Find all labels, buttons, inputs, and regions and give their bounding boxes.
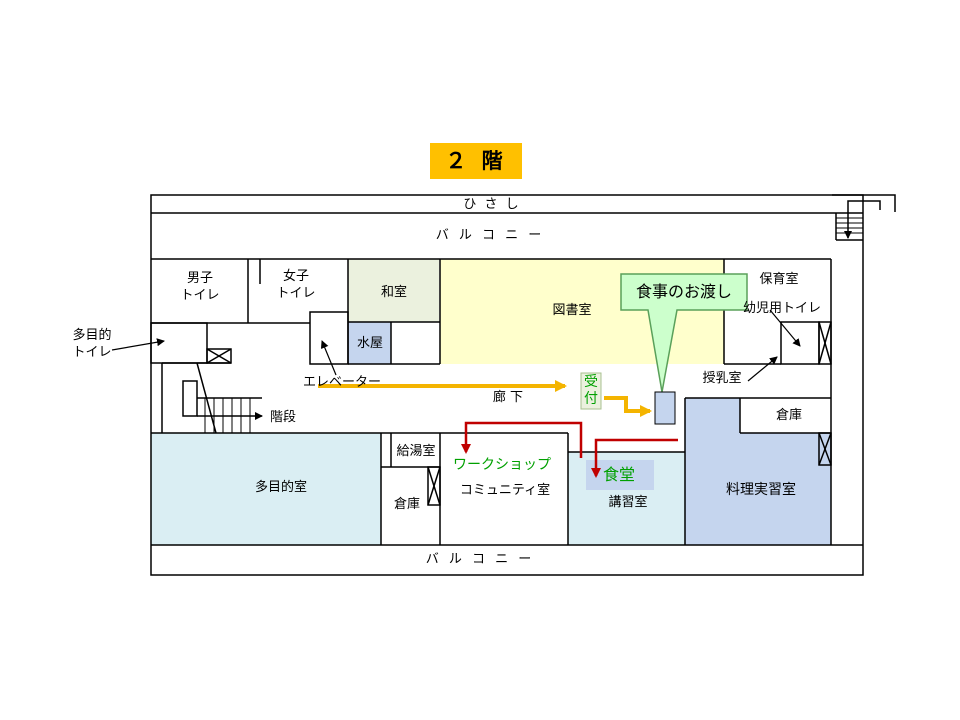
multi-room-label: 多目的室 — [254, 480, 307, 495]
corridor-label: 廊 下 — [492, 390, 524, 405]
storage-left-label: 倉庫 — [393, 497, 420, 512]
serving-counter — [654, 391, 676, 425]
mens-toilet-label: 男子 トイレ — [180, 271, 220, 303]
cooking-label: 料理実習室 — [726, 482, 796, 498]
kitchenette-label: 給湯室 — [396, 444, 436, 459]
nursing-room-label: 授乳室 — [702, 371, 742, 386]
elevator-label: エレベーター — [302, 375, 381, 390]
multi-toilet-box — [150, 322, 208, 364]
workshop-label: ワークショップ — [453, 457, 551, 473]
balcony-bottom-label: バ ル コ ニ ー — [425, 552, 535, 567]
multi-room-fill — [151, 433, 381, 545]
hisashi-label: ひ さ し — [463, 197, 521, 212]
kids-toilet-box — [780, 321, 820, 365]
mizuya-label: 水屋 — [356, 336, 383, 351]
meal-handover-callout: 食事のお渡し — [635, 282, 732, 301]
washitsu-label: 和室 — [380, 285, 407, 300]
lecture-label: 講習室 — [608, 495, 648, 510]
multi-toilet-label: 多目的 トイレ — [72, 328, 112, 360]
community-label: コミュニティ室 — [459, 483, 551, 498]
building-outline — [150, 194, 864, 576]
elevator-shaft — [309, 311, 349, 365]
floor-title: ２ 階 — [430, 143, 522, 179]
cooking-fill — [685, 398, 831, 545]
meal-handover-callout-shape — [620, 273, 748, 393]
stairs-label: 階段 — [269, 410, 296, 425]
storage-right-label: 倉庫 — [775, 408, 802, 423]
dining-label: 食堂 — [602, 465, 635, 484]
kids-toilet-label: 幼児用トイレ — [742, 301, 821, 316]
library-label: 図書室 — [552, 303, 592, 318]
mizuya-fill — [348, 322, 391, 364]
washitsu-fill — [348, 259, 439, 322]
reception-box — [580, 372, 602, 410]
balcony-top-label: バ ル コ ニ ー — [435, 228, 545, 243]
nursery-label: 保育室 — [759, 272, 799, 287]
reception-label: 受 付 — [584, 374, 598, 407]
womens-toilet-label: 女子 トイレ — [276, 269, 316, 301]
